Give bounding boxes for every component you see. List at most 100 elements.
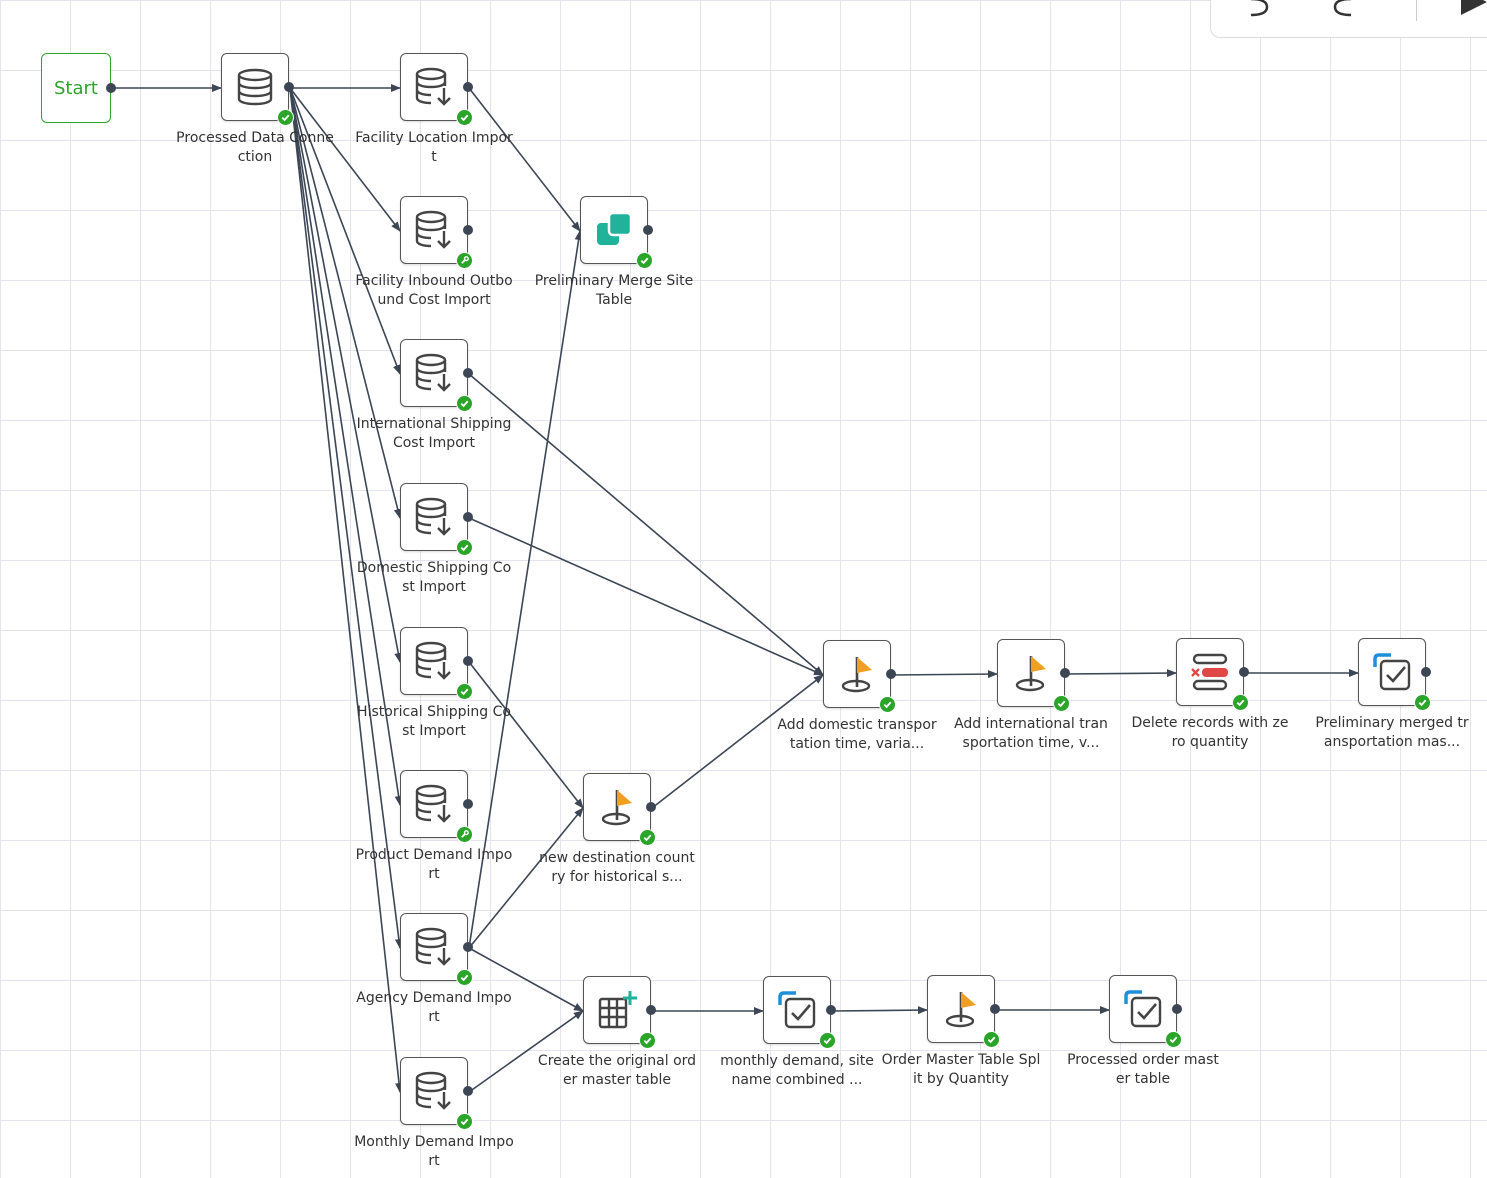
node-label: new destination country for historical s…: [539, 850, 695, 885]
preliminary-merge-site-table-node[interactable]: [580, 196, 653, 269]
historical-shipping-cost-import-node[interactable]: [400, 627, 473, 700]
database-import-icon: [415, 210, 451, 249]
processed-data-connection-node[interactable]: [221, 53, 294, 126]
edge[interactable]: [289, 87, 403, 663]
edge[interactable]: [891, 670, 998, 679]
success-check-icon: [456, 395, 473, 412]
success-check-icon: [456, 539, 473, 556]
edge[interactable]: [468, 517, 824, 676]
preliminary-merged-transportation-master-node[interactable]: [1358, 638, 1431, 711]
edge[interactable]: [651, 674, 824, 809]
edge[interactable]: [289, 87, 403, 949]
output-port[interactable]: [463, 82, 473, 92]
success-check-icon: [277, 109, 294, 126]
node-label: Domestic Shipping Cost Import: [356, 560, 512, 595]
delete-records-zero-quantity-node[interactable]: [1176, 638, 1249, 711]
success-check-icon: [983, 1031, 1000, 1048]
output-port[interactable]: [463, 942, 473, 952]
edge[interactable]: [468, 87, 581, 232]
success-check-icon: [639, 1032, 656, 1049]
product-demand-import-node[interactable]: [400, 770, 473, 843]
output-port[interactable]: [886, 669, 896, 679]
node-label: Agency Demand Import: [356, 990, 512, 1025]
delete-rows-icon: [1191, 653, 1228, 691]
edge[interactable]: [831, 1006, 928, 1015]
international-shipping-cost-import-node[interactable]: [400, 339, 473, 412]
output-port[interactable]: [1060, 668, 1070, 678]
output-port[interactable]: [463, 656, 473, 666]
output-port[interactable]: [106, 83, 116, 93]
database-icon: [237, 68, 273, 106]
edge[interactable]: [289, 87, 403, 1093]
undo-icon[interactable]: [1247, 0, 1271, 19]
output-port[interactable]: [463, 368, 473, 378]
output-port[interactable]: [826, 1005, 836, 1015]
output-port[interactable]: [463, 512, 473, 522]
database-import-icon: [415, 67, 451, 106]
output-port[interactable]: [646, 1005, 656, 1015]
edge[interactable]: [289, 87, 402, 519]
database-import-icon: [415, 353, 451, 392]
node-label: monthly demand, site name combined ...: [720, 1053, 874, 1088]
flag-icon: [601, 790, 632, 826]
agency-demand-import-node[interactable]: [400, 913, 473, 986]
start-node[interactable]: Start: [41, 53, 116, 123]
node-label: Historical Shipping Cost Import: [357, 704, 511, 739]
flag-icon: [945, 992, 976, 1028]
output-port[interactable]: [284, 82, 294, 92]
node-label: Preliminary merged transportation mas...: [1315, 715, 1469, 750]
edge[interactable]: [289, 87, 403, 806]
edge[interactable]: [289, 87, 401, 375]
facility-location-import-node[interactable]: [400, 53, 473, 126]
output-port[interactable]: [646, 802, 656, 812]
output-port[interactable]: [643, 225, 653, 235]
edge[interactable]: [289, 87, 401, 232]
create-original-order-master-table-node[interactable]: [583, 976, 656, 1049]
edge[interactable]: [468, 373, 824, 676]
run-icon[interactable]: [1459, 0, 1487, 17]
output-port[interactable]: [463, 225, 473, 235]
output-port[interactable]: [463, 1086, 473, 1096]
node-label: Delete records with zero quantity: [1131, 715, 1289, 750]
new-destination-country-node[interactable]: [583, 773, 656, 846]
facility-inbound-outbound-cost-import-node[interactable]: [400, 196, 473, 269]
output-port[interactable]: [1239, 667, 1249, 677]
add-domestic-transportation-time-node[interactable]: [823, 640, 896, 713]
monthly-demand-site-name-combined-node[interactable]: [763, 976, 836, 1049]
merge-icon: [597, 211, 633, 245]
success-check-icon: [456, 969, 473, 986]
success-check-icon: [1414, 694, 1431, 711]
processed-order-master-table-node[interactable]: [1109, 975, 1182, 1048]
wrench-icon: [456, 252, 473, 269]
add-international-transportation-time-node[interactable]: [997, 639, 1070, 712]
flag-icon: [841, 657, 872, 693]
edge[interactable]: [1065, 669, 1177, 678]
monthly-demand-import-node[interactable]: [400, 1057, 473, 1130]
edge[interactable]: [468, 230, 583, 949]
domestic-shipping-cost-import-node[interactable]: [400, 483, 473, 556]
edge[interactable]: [468, 947, 584, 1012]
database-import-icon: [415, 497, 451, 536]
output-port[interactable]: [463, 799, 473, 809]
flag-icon: [1015, 656, 1046, 692]
success-check-icon: [639, 829, 656, 846]
order-master-table-split-by-quantity-node[interactable]: [927, 975, 1000, 1048]
success-check-icon: [456, 683, 473, 700]
node-label: Order Master Table Split by Quantity: [881, 1052, 1041, 1087]
output-port[interactable]: [1172, 1004, 1182, 1014]
success-check-icon: [456, 109, 473, 126]
checklist-icon: [778, 991, 816, 1029]
output-port[interactable]: [990, 1004, 1000, 1014]
edge[interactable]: [468, 661, 584, 809]
edge[interactable]: [468, 1010, 584, 1093]
success-check-icon: [1232, 694, 1249, 711]
output-port[interactable]: [1421, 667, 1431, 677]
redo-icon[interactable]: [1331, 0, 1355, 19]
success-check-icon: [1053, 695, 1070, 712]
success-check-icon: [879, 696, 896, 713]
success-check-icon: [1165, 1031, 1182, 1048]
edge[interactable]: [468, 807, 584, 949]
node-label: International Shipping Cost Import: [356, 416, 512, 451]
